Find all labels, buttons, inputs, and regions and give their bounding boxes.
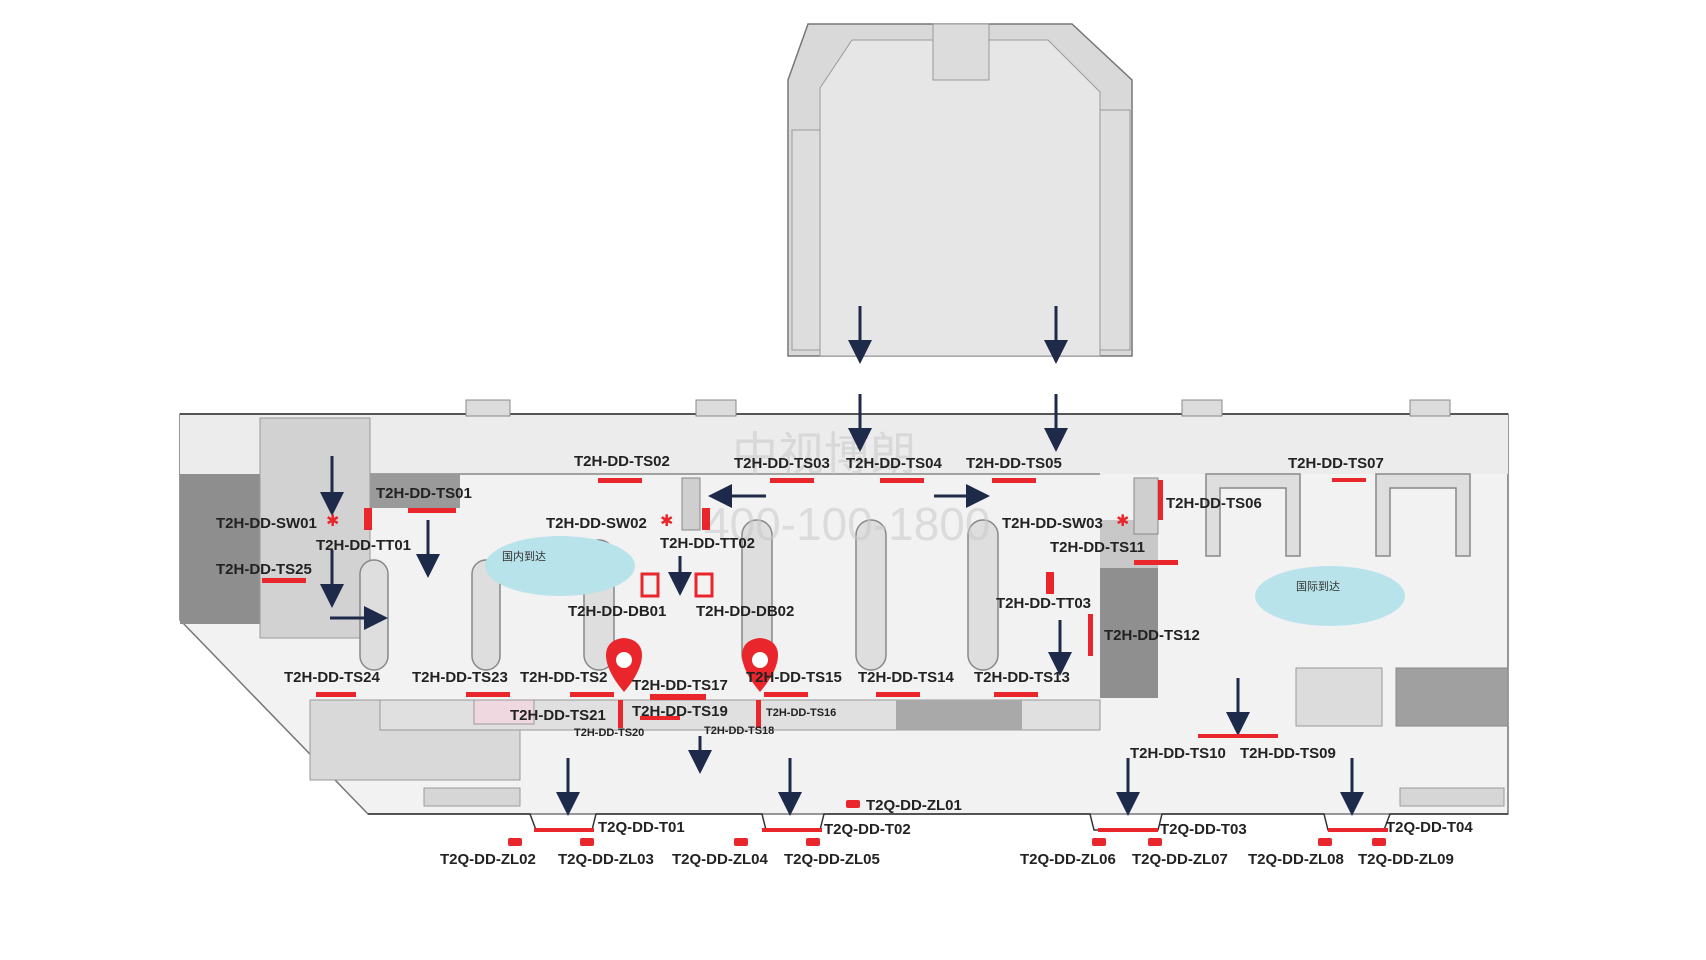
db02-box — [694, 572, 714, 598]
international-arrival-zone — [1255, 566, 1405, 626]
label-ts22: T2H-DD-TS2 — [520, 669, 608, 686]
direction-arrows — [320, 306, 1364, 816]
label-t02: T2Q-DD-T02 — [824, 821, 911, 838]
label-zl08: T2Q-DD-ZL08 — [1248, 851, 1344, 868]
label-zl05: T2Q-DD-ZL05 — [784, 851, 880, 868]
label-ts14: T2H-DD-TS14 — [858, 669, 955, 686]
label-sw02: T2H-DD-SW02 — [546, 515, 647, 532]
label-ts03: T2H-DD-TS03 — [734, 455, 830, 472]
label-sw03: T2H-DD-SW03 — [1002, 515, 1103, 532]
label-zl01: T2Q-DD-ZL01 — [866, 797, 962, 814]
spark-icon: ✱ — [1116, 513, 1129, 530]
label-zl02: T2Q-DD-ZL02 — [440, 851, 536, 868]
label-ts23: T2H-DD-TS23 — [412, 669, 508, 686]
label-ts18: T2H-DD-TS18 — [704, 725, 774, 737]
label-ts15: T2H-DD-TS15 — [746, 669, 842, 686]
baggage-carousels — [359, 473, 1471, 671]
label-ts10: T2H-DD-TS10 — [1130, 745, 1226, 762]
label-ts25: T2H-DD-TS25 — [216, 561, 312, 578]
label-ts06: T2H-DD-TS06 — [1166, 495, 1262, 512]
label-ts09: T2H-DD-TS09 — [1240, 745, 1336, 762]
label-ts20: T2H-DD-TS20 — [574, 727, 644, 739]
location-pin-icon[interactable] — [742, 638, 778, 692]
location-pin-icon[interactable] — [606, 638, 642, 692]
label-ts05: T2H-DD-TS05 — [966, 455, 1062, 472]
db01-box — [640, 572, 660, 598]
domestic-arrival-zone — [485, 536, 635, 596]
label-tt03: T2H-DD-TT03 — [996, 595, 1091, 612]
main-hall — [179, 399, 1509, 815]
label-t03: T2Q-DD-T03 — [1160, 821, 1247, 838]
label-ts21: T2H-DD-TS21 — [510, 707, 606, 724]
watermark-name: 中视博朗 — [732, 428, 916, 480]
label-zl06: T2Q-DD-ZL06 — [1020, 851, 1116, 868]
domestic-arrival-label: 国内到达 — [502, 549, 546, 563]
label-ts02: T2H-DD-TS02 — [574, 453, 670, 470]
spark-icon: ✱ — [660, 513, 673, 530]
label-sw01: T2H-DD-SW01 — [216, 515, 317, 532]
label-ts17: T2H-DD-TS17 — [632, 677, 728, 694]
label-zl09: T2Q-DD-ZL09 — [1358, 851, 1454, 868]
watermark-phone: 400-100-1800 — [704, 498, 990, 550]
label-ts16: T2H-DD-TS16 — [766, 707, 836, 719]
label-t04: T2Q-DD-T04 — [1386, 819, 1473, 836]
label-ts01: T2H-DD-TS01 — [376, 485, 472, 502]
upper-pier — [787, 23, 1133, 357]
label-ts24: T2H-DD-TS24 — [284, 669, 381, 686]
label-ts13: T2H-DD-TS13 — [974, 669, 1070, 686]
label-ts04: T2H-DD-TS04 — [846, 455, 943, 472]
ad-spots — [262, 478, 1388, 846]
gate-exits — [368, 813, 1508, 831]
label-tt02: T2H-DD-TT02 — [660, 535, 755, 552]
label-db01: T2H-DD-DB01 — [568, 603, 666, 620]
spark-icon: ✱ — [326, 513, 339, 530]
label-zl03: T2Q-DD-ZL03 — [558, 851, 654, 868]
label-db02: T2H-DD-DB02 — [696, 603, 794, 620]
label-zl04: T2Q-DD-ZL04 — [672, 851, 768, 868]
international-arrival-label: 国际到达 — [1296, 580, 1340, 593]
label-zl07: T2Q-DD-ZL07 — [1132, 851, 1228, 868]
label-ts12: T2H-DD-TS12 — [1104, 627, 1200, 644]
label-ts07: T2H-DD-TS07 — [1288, 455, 1384, 472]
label-ts19: T2H-DD-TS19 — [632, 703, 728, 720]
label-t01: T2Q-DD-T01 — [598, 819, 685, 836]
label-tt01: T2H-DD-TT01 — [316, 537, 411, 554]
label-ts11: T2H-DD-TS11 — [1050, 539, 1145, 556]
